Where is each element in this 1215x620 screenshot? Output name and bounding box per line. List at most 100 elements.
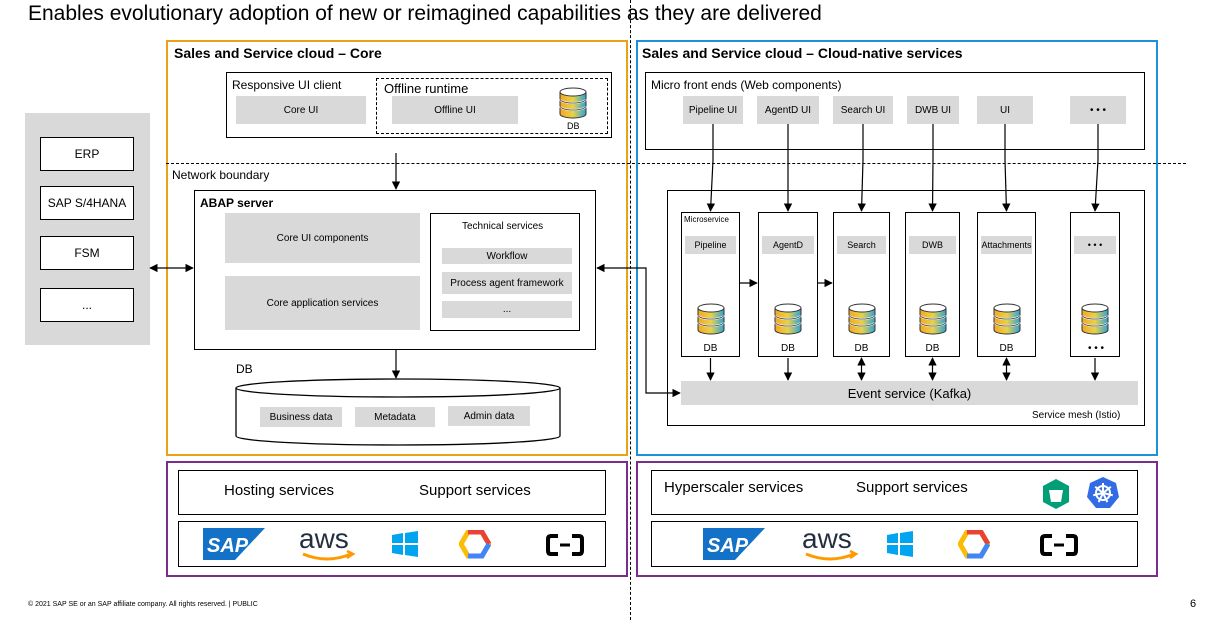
alibaba-cloud-icon — [546, 534, 584, 556]
microservice-name-3-label: DWB — [922, 240, 943, 250]
sap-logo: SAP — [703, 528, 765, 560]
frontend-box-5-label: • • • — [1089, 104, 1107, 116]
workflow-label: Workflow — [486, 250, 528, 262]
cloud-native-section — [636, 40, 1158, 456]
google-cloud-icon — [459, 530, 491, 559]
responsive-ui-client-label: Responsive UI client — [232, 78, 342, 92]
admin-data-label: Admin data — [463, 410, 515, 422]
external-system-fsm: FSM — [40, 236, 134, 270]
workflow-box: Workflow — [442, 248, 572, 264]
footer-text: © 2021 SAP SE or an SAP affiliate compan… — [28, 601, 258, 608]
microservice-db-icon — [774, 303, 802, 335]
microservice-db-label: DB — [781, 343, 795, 354]
core-ui-components-label: Core UI components — [276, 232, 369, 244]
network-boundary-label: Network boundary — [172, 168, 270, 182]
process-agent-framework-label: Process agent framework — [450, 277, 564, 289]
frontend-box-2: Search UI — [833, 96, 893, 124]
microservice-db-icon — [847, 303, 876, 335]
cloud-native-title: Sales and Service cloud – Cloud-native s… — [642, 45, 963, 61]
microservice-label: Microservice — [684, 215, 729, 224]
microservice-name-1: AgentD — [762, 236, 814, 254]
external-system-label: SAP S/4HANA — [47, 196, 127, 210]
microservice-db-icon — [918, 303, 947, 335]
core-ui-box: Core UI — [236, 96, 366, 124]
sap-logo: SAP — [203, 528, 265, 560]
center-divider — [630, 0, 631, 620]
microservice-name-1-label: AgentD — [772, 240, 804, 250]
metadata-box: Metadata — [355, 407, 435, 427]
frontend-box-5: • • • — [1070, 96, 1126, 124]
event-service-label: Event service (Kafka) — [847, 385, 972, 401]
core-title: Sales and Service cloud – Core — [174, 45, 382, 61]
business-data-label: Business data — [269, 411, 333, 423]
microservice-db-label: DB — [703, 343, 718, 354]
hosting-right-section — [636, 461, 1158, 577]
external-system-more: ... — [40, 288, 134, 322]
admin-data-box: Admin data — [448, 406, 530, 426]
core-ui-label: Core UI — [283, 104, 319, 116]
microservice-name-4-label: Attachments — [981, 240, 1032, 250]
svg-text:SAP: SAP — [707, 535, 749, 557]
micro-front-ends-label: Micro front ends (Web components) — [651, 78, 842, 92]
core-section — [166, 40, 628, 456]
hosting-left-section — [166, 461, 628, 577]
offline-ui-box: Offline UI — [392, 96, 518, 124]
microservice-name-0-label: Pipeline — [694, 240, 727, 250]
microservice-db-label: • • • — [1088, 343, 1105, 354]
microservice-db-icon — [1081, 303, 1109, 335]
microservice-name-2: Search — [837, 236, 886, 254]
aws-logo: aws — [299, 524, 356, 561]
tech-more-label: ... — [502, 304, 512, 315]
frontend-box-2-label: Search UI — [840, 104, 886, 116]
frontend-box-0: Pipeline UI — [683, 96, 743, 124]
frontend-box-1: AgentD UI — [757, 96, 819, 124]
network-boundary-line — [166, 163, 1186, 164]
event-service-box: Event service (Kafka) — [681, 381, 1138, 405]
frontend-box-3: DWB UI — [907, 96, 959, 124]
core-application-services-box: Core application services — [225, 276, 420, 330]
svg-text:aws: aws — [802, 524, 852, 554]
frontend-box-4: UI — [977, 96, 1033, 124]
azure-windows-icon — [887, 531, 913, 557]
metadata-label: Metadata — [374, 411, 416, 423]
kubernetes-icon — [1087, 477, 1119, 508]
svg-text:aws: aws — [299, 524, 349, 554]
microservice-name-0: Pipeline — [685, 236, 736, 254]
microservice-db-label: DB — [999, 343, 1014, 354]
frontend-box-1-label: AgentD UI — [764, 104, 812, 116]
offline-runtime-label: Offline runtime — [384, 81, 469, 96]
technical-services-label: Technical services — [462, 221, 544, 232]
support-services-right-label: Support services — [856, 479, 968, 496]
azure-windows-icon — [392, 531, 418, 557]
microservice-name-3: DWB — [909, 236, 956, 254]
frontend-box-3-label: DWB UI — [914, 104, 952, 116]
core-application-services-label: Core application services — [266, 297, 379, 309]
tech-more-box: ... — [442, 301, 572, 318]
external-system-label: ERP — [74, 147, 100, 161]
slide-subtitle: Enables evolutionary adoption of new or … — [28, 2, 822, 25]
svg-text:SAP: SAP — [207, 535, 249, 557]
external-system-erp: ERP — [40, 137, 134, 171]
page-number: 6 — [1190, 598, 1197, 610]
microservice-name-5-label: • • • — [1087, 240, 1103, 250]
gardener-icon — [1043, 479, 1069, 509]
offline-db-icon — [559, 87, 587, 119]
microservice-name-2-label: Search — [847, 240, 876, 250]
alibaba-cloud-icon — [1040, 534, 1078, 556]
google-cloud-icon — [958, 530, 990, 559]
offline-runtime-box — [376, 78, 608, 134]
hosting-left-services-box — [178, 470, 606, 515]
service-mesh-label: Service mesh (Istio) — [1032, 410, 1121, 421]
frontend-box-0-label: Pipeline UI — [688, 104, 738, 116]
microservice-db-label: DB — [925, 343, 940, 354]
support-services-left-label: Support services — [419, 482, 531, 499]
offline-db-label: DB — [567, 121, 580, 131]
microservice-name-4: Attachments — [981, 236, 1032, 254]
business-data-box: Business data — [260, 407, 342, 427]
core-db-label: DB — [236, 362, 253, 376]
aws-logo: aws — [802, 524, 859, 561]
external-system-label: FSM — [74, 246, 100, 260]
frontend-box-4-label: UI — [1000, 104, 1010, 116]
core-ui-components-box: Core UI components — [225, 213, 420, 263]
hosting-services-label: Hosting services — [224, 482, 335, 499]
